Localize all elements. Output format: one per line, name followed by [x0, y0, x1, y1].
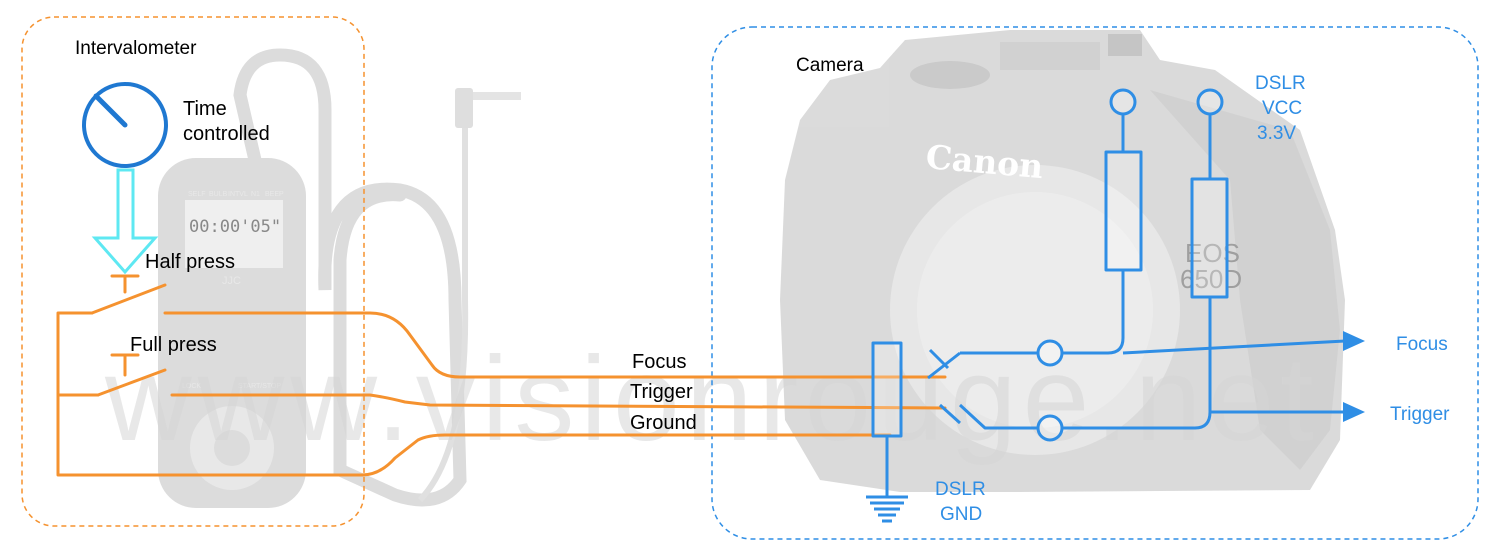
focus-arrow-icon	[1343, 331, 1365, 351]
vcc-label-line2: VCC	[1262, 98, 1302, 119]
time-controlled-line1: Time	[183, 98, 227, 120]
remote-cable	[233, 48, 467, 507]
vcc-label-line1: DSLR	[1255, 73, 1306, 94]
camera-model-line1: EOS	[1185, 238, 1240, 268]
gnd-label-line1: DSLR	[935, 479, 986, 500]
remote-lcd	[185, 200, 283, 268]
remote-icon-1: SELF	[188, 191, 206, 198]
remote-lcd-reading: 00:00'05"	[189, 217, 281, 237]
remote-icon-5: BEEP	[265, 191, 284, 198]
remote-start-stop-label: START/STOP	[238, 383, 282, 390]
intervalometer-remote: 00:00'05" SELF BULB INTVL N1 BEEP JJC LO…	[158, 48, 521, 508]
plug-cable	[417, 125, 469, 503]
intervalometer-title: Intervalometer	[75, 38, 197, 59]
vcc-label-line3: 3.3V	[1257, 123, 1296, 144]
wire-label-focus: Focus	[632, 351, 686, 373]
remote-icon-4: N1	[251, 191, 260, 198]
watermark: www.visionrouge.net	[104, 332, 1320, 466]
remote-icon-3: INTVL	[228, 191, 248, 198]
focus-pullup-resistor	[1104, 150, 1143, 272]
intervalometer-region	[21, 16, 365, 527]
trigger-arrow-icon	[1343, 402, 1365, 422]
camera-region	[711, 26, 1479, 540]
orange-circuit	[56, 274, 947, 477]
ground-symbol-icon	[866, 495, 908, 523]
ground-resistor	[871, 341, 903, 438]
time-controlled-line2: controlled	[183, 123, 270, 145]
gnd-label-line2: GND	[940, 504, 982, 525]
clock-icon	[82, 82, 168, 168]
camera-model-line2: 650D	[1180, 264, 1242, 294]
half-press-label: Half press	[145, 251, 235, 273]
plug-connector	[455, 88, 473, 128]
remote-brand: JJC	[222, 275, 241, 287]
trigger-pullup-resistor	[1190, 177, 1229, 299]
remote-lock-label: LOCK	[182, 383, 201, 390]
output-label-trigger: Trigger	[1390, 404, 1450, 425]
full-press-label: Full press	[130, 334, 217, 356]
output-label-focus: Focus	[1396, 334, 1448, 355]
down-arrow-icon	[91, 168, 159, 275]
wire-label-trigger: Trigger	[630, 381, 693, 403]
blue-circuit	[871, 88, 1346, 496]
remote-icon-2: BULB	[209, 191, 228, 198]
camera-title: Camera	[796, 55, 864, 76]
wire-label-ground: Ground	[630, 412, 697, 434]
